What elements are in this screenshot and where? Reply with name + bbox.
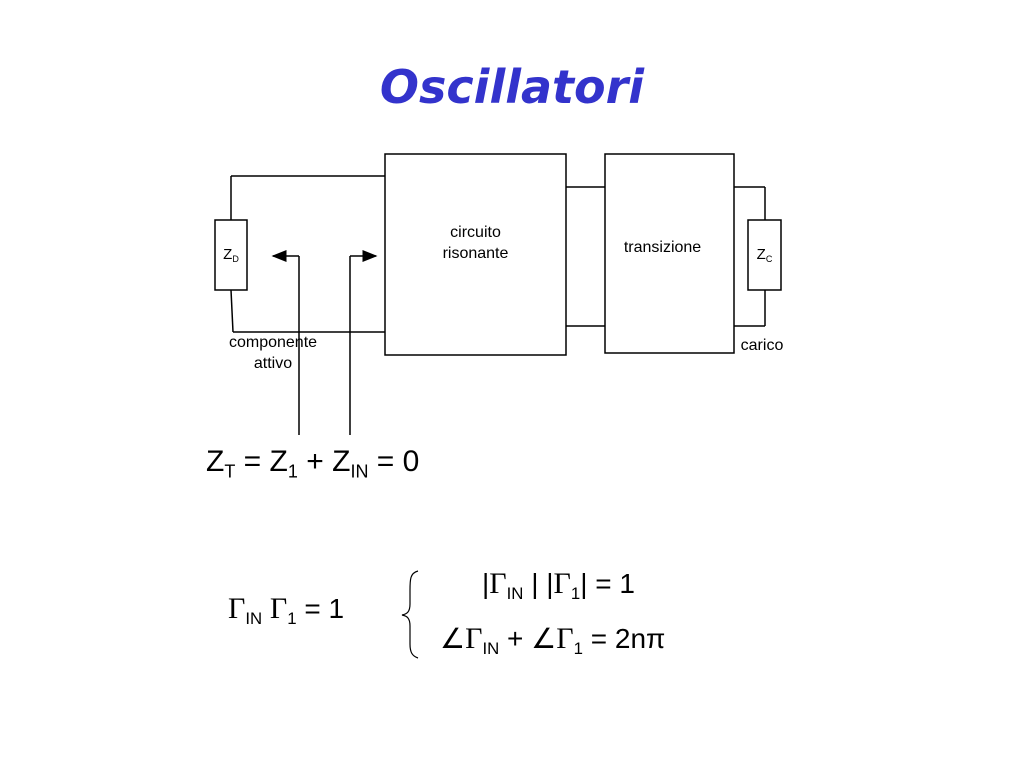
eq1-zin: Z <box>332 445 351 478</box>
zd-label-sub: D <box>232 254 239 265</box>
eq2-one-sub: 1 <box>287 608 297 628</box>
active-label-line2: attivo <box>253 355 293 372</box>
zd-label: ZD <box>215 244 247 270</box>
eq1-z: Z <box>206 445 225 478</box>
wire-zd-bottom <box>230 289 234 333</box>
eq1-zero: 0 <box>402 445 420 478</box>
sys1-bar2: | <box>531 568 539 599</box>
eq2-in-sub: IN <box>245 608 263 628</box>
sys1-in-sub: IN <box>506 583 524 603</box>
sys1-gamma: Γ <box>489 567 507 600</box>
eq2-equals: = <box>304 593 321 624</box>
sys2-rhs: 2nπ <box>614 623 666 654</box>
eq1-one-sub: 1 <box>287 461 298 482</box>
zc-impedance-box <box>747 219 782 291</box>
sys2-gamma1: Γ <box>556 622 574 655</box>
active-label-line1: componente <box>228 334 318 351</box>
eq1-equals: = <box>243 445 262 478</box>
eq2-gamma: Γ <box>228 592 246 625</box>
sys1-bar3: | <box>546 568 554 599</box>
system-brace <box>401 570 419 659</box>
sys1-bar4: | <box>580 568 588 599</box>
eq1-plus: + <box>306 445 324 478</box>
sys2-equals: = <box>590 623 608 654</box>
eq1-t-sub: T <box>224 461 236 482</box>
zd-impedance-box <box>214 219 248 291</box>
slide-title: Oscillatori <box>379 60 645 114</box>
eq1-z1: Z <box>269 445 288 478</box>
sys2-in-sub: IN <box>482 638 500 658</box>
eq1-in-sub: IN <box>350 461 369 482</box>
resonant-circuit-label: circuito risonante <box>420 222 531 264</box>
load-label: carico <box>740 337 784 354</box>
sys1-gamma1: Γ <box>553 567 571 600</box>
sys2-angle: ∠ <box>440 623 466 654</box>
phase-condition-equation: ∠ΓIN + ∠Γ1 = 2nπ <box>440 622 665 659</box>
reflection-product-equation: ΓIN Γ1 = 1 <box>228 592 344 629</box>
eq2-one: 1 <box>328 593 345 624</box>
sys1-one: 1 <box>619 568 635 599</box>
zc-label: ZC <box>748 244 781 270</box>
zd-label-main: Z <box>223 246 233 263</box>
sys1-bar1: | <box>482 568 490 599</box>
eq2-gamma1: Γ <box>269 592 288 625</box>
magnitude-condition-equation: |ΓIN | |Γ1| = 1 <box>482 567 635 604</box>
sys2-one-sub: 1 <box>573 638 583 658</box>
resonant-label-line2: risonante <box>442 245 509 262</box>
sys2-plus: + <box>507 623 524 654</box>
eq1-equals2: = <box>376 445 395 478</box>
total-impedance-equation: ZT = Z1 + ZIN = 0 <box>206 445 419 482</box>
transition-label: transizione <box>623 239 702 256</box>
resonant-circuit-box <box>384 153 567 356</box>
resonant-label-line1: circuito <box>450 224 501 241</box>
active-component-label: componente attivo <box>213 332 333 374</box>
sys2-angle2: ∠ <box>531 623 557 654</box>
transition-box <box>604 153 735 354</box>
zc-label-main: Z <box>756 246 766 263</box>
sys1-one-sub: 1 <box>570 583 581 603</box>
sys1-equals: = <box>595 568 612 599</box>
zc-label-sub: C <box>765 254 773 265</box>
sys2-gamma: Γ <box>465 622 483 655</box>
